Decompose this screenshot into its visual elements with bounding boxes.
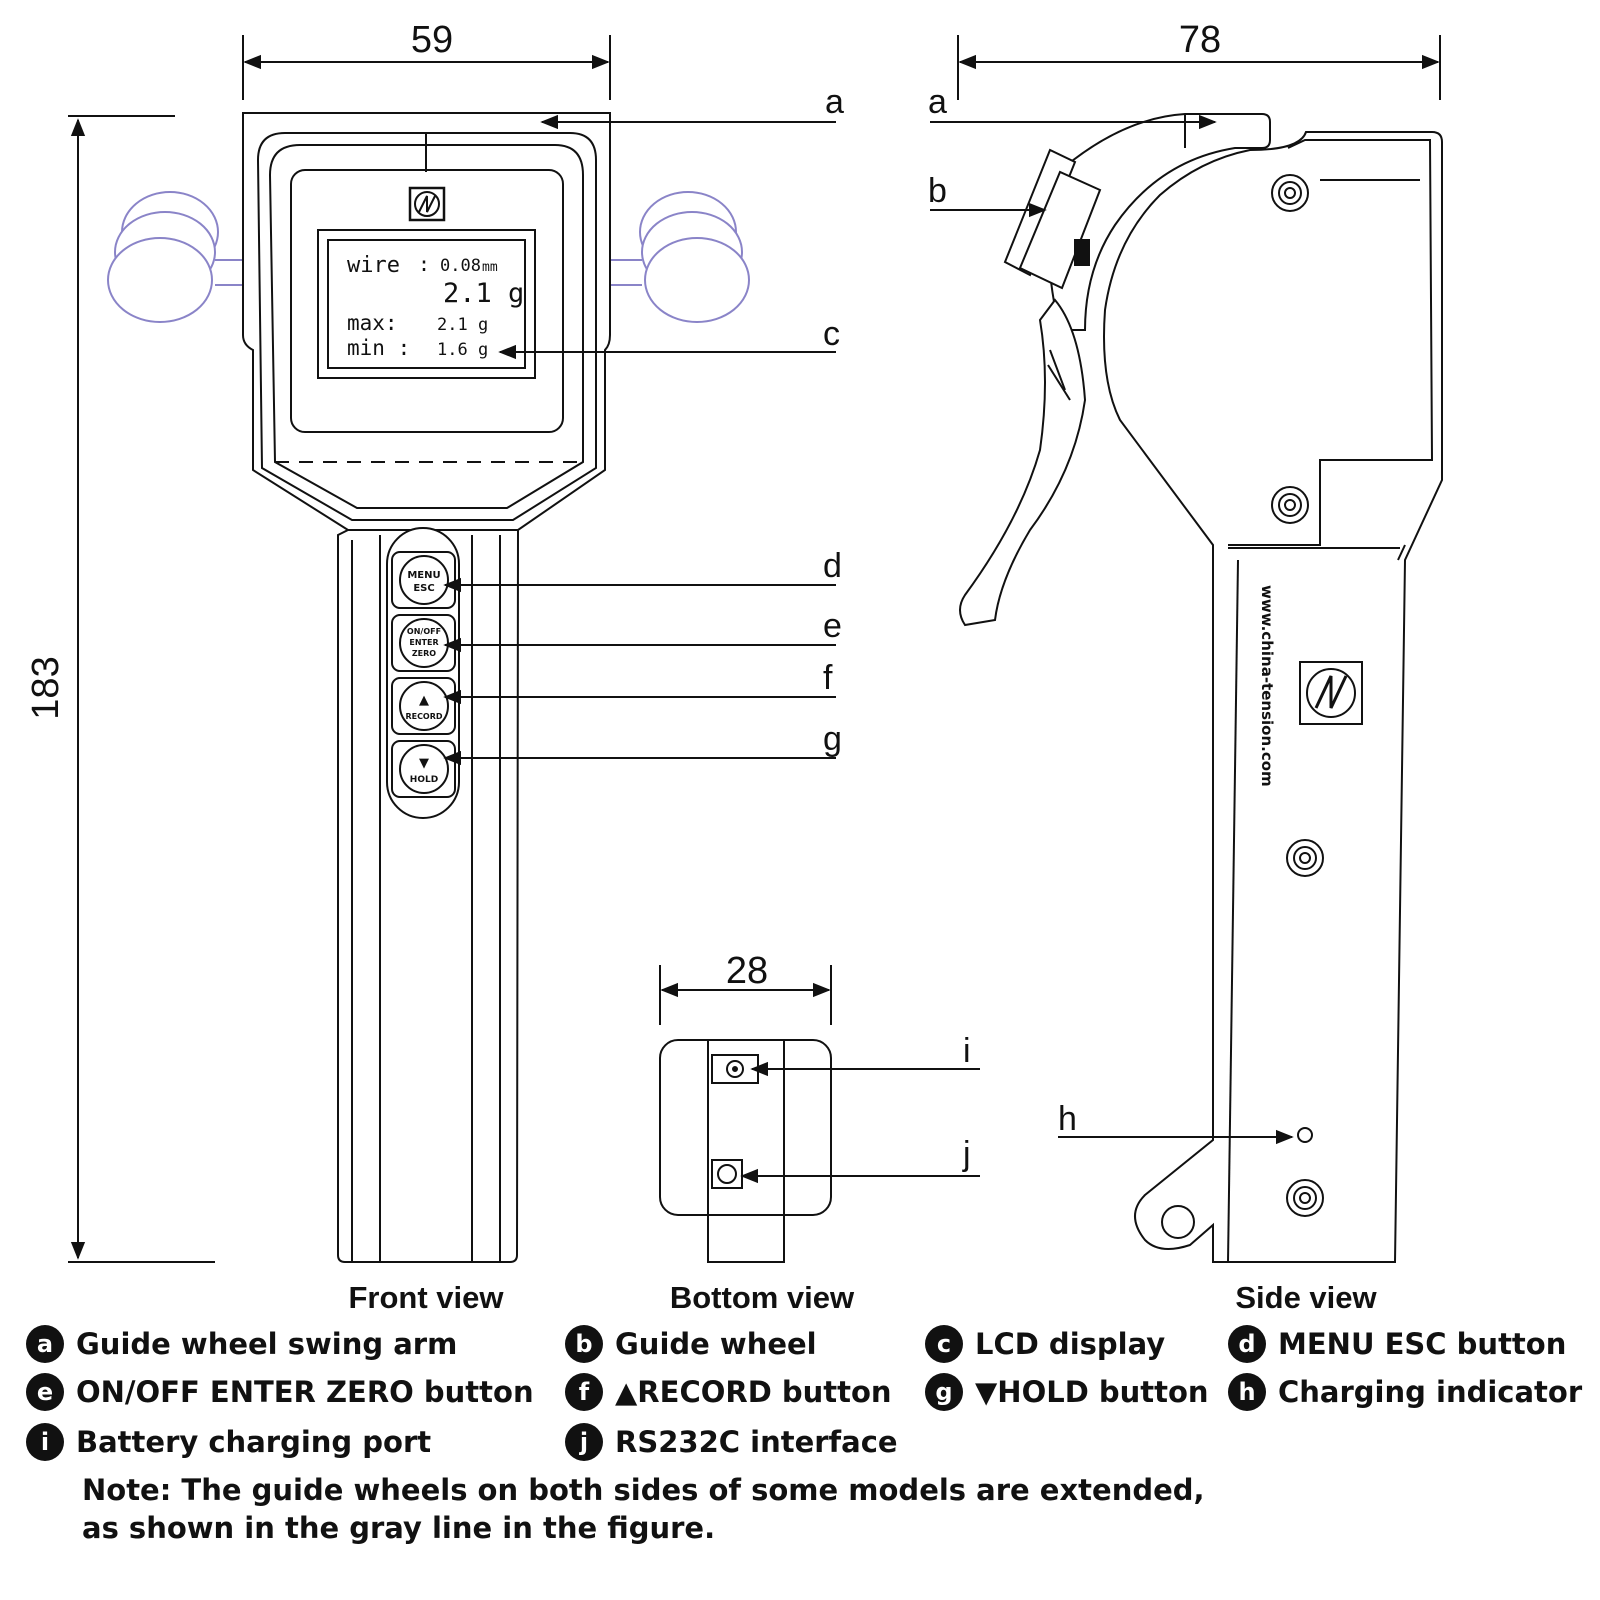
callout-i: i [963,1032,971,1070]
legend-badge-i: i [26,1423,64,1461]
bottom-view-caption: Bottom view [670,1280,855,1315]
front-head-inner [256,132,597,521]
front-callouts: a c d e f g [443,83,844,766]
lcd-wire-label: wire [347,253,400,278]
legend-badge-e: e [26,1373,64,1411]
lcd-max-value: 2.1 g [437,315,488,335]
height-dimension: 183 [25,115,215,1263]
legend-item-c: c LCD display [925,1325,1165,1363]
legend-text-j: RS232C interface [615,1425,898,1459]
legend-item-b: b Guide wheel [565,1325,817,1363]
lcd-max-label: max: [347,311,398,335]
callout-a-front: a [825,83,844,121]
screw-icon [1271,486,1309,524]
legend-badge-g: g [925,1373,963,1411]
callout-g: g [823,720,842,758]
callout-f: f [823,659,833,697]
legend-item-g: g ▼HOLD button [925,1373,1209,1411]
note-line-1: Note: The guide wheels on both sides of … [82,1473,1205,1507]
lcd-wire-value: 0.08 [440,256,481,276]
note-line-2: as shown in the gray line in the figure. [82,1511,716,1545]
front-view-caption: Front view [348,1280,504,1315]
side-view: 78 www.china-tension.com [928,19,1443,1263]
side-logo-icon [1299,661,1363,725]
screw-icon [1271,174,1309,212]
bottom-view: 28 i j [659,950,980,1263]
legend-badge-f: f [565,1373,603,1411]
record-button[interactable]: ▲ RECORD [391,677,456,735]
button-panel [386,527,460,819]
legend-item-e: e ON/OFF ENTER ZERO button [26,1373,534,1411]
lcd-min-value: 1.6 g [437,340,488,360]
screw-icon [1286,839,1324,877]
guide-wheel-right [610,191,750,323]
legend-item-a: a Guide wheel swing arm [26,1325,457,1363]
onoff-line2: ENTER [409,638,438,647]
callout-j: j [962,1135,971,1173]
legend-item-h: h Charging indicator [1228,1373,1582,1411]
hold-button[interactable]: ▼ HOLD [391,740,456,798]
legend-text-f: ▲RECORD button [615,1375,892,1409]
lcd-display: wire : 0.08 mm 2.1 g max: 2.1 g min : 1.… [317,229,536,379]
bottom-width-label: 28 [726,950,768,992]
legend-text-c: LCD display [975,1327,1166,1361]
legend-item-d: d MENU ESC button [1228,1325,1566,1363]
bottom-body [659,1039,832,1216]
legend-badge-b: b [565,1325,603,1363]
legend: a Guide wheel swing arm b Guide wheel c … [0,1325,1600,1600]
legend-badge-a: a [26,1325,64,1363]
legend-text-d: MENU ESC button [1278,1327,1567,1361]
guide-wheel-left [107,191,243,323]
lcd-main-value: 2.1 g [443,278,524,309]
legend-text-g: ▼HOLD button [975,1375,1209,1409]
side-view-caption: Side view [1235,1280,1377,1315]
lcd-wire-unit: mm [482,260,498,275]
legend-text-b: Guide wheel [615,1327,817,1361]
callout-e: e [823,607,842,645]
callout-b: b [928,172,947,210]
side-body-outline [1103,131,1443,1263]
legend-text-h: Charging indicator [1278,1375,1583,1409]
legend-text-a: Guide wheel swing arm [76,1327,458,1361]
record-label: RECORD [405,712,442,721]
legend-badge-d: d [1228,1325,1266,1363]
hold-label: HOLD [410,775,438,785]
onoff-line3: ZERO [412,649,436,658]
legend-item-i: i Battery charging port [26,1423,431,1461]
legend-text-e: ON/OFF ENTER ZERO button [76,1375,534,1409]
rs232c-port-icon [711,1159,743,1189]
legend-badge-c: c [925,1325,963,1363]
front-width-label: 59 [411,19,453,61]
website-text: www.china-tension.com [1258,585,1276,787]
side-width-label: 78 [1179,19,1221,61]
callout-c: c [823,315,840,353]
charging-indicator-icon [1297,1127,1313,1143]
lcd-min-label: min : [347,336,410,360]
callout-h: h [1058,1100,1077,1138]
screw-icon [1286,1179,1324,1217]
legend-badge-j: j [565,1423,603,1461]
legend-item-j: j RS232C interface [565,1423,898,1461]
screen-window [290,169,564,433]
legend-badge-h: h [1228,1373,1266,1411]
callout-a-side: a [928,83,947,121]
battery-charging-port-icon [711,1054,759,1084]
side-trigger [959,298,1087,627]
legend-text-i: Battery charging port [76,1425,432,1459]
menu-line1: MENU [407,570,440,581]
legend-item-f: f ▲RECORD button [565,1373,892,1411]
brand-logo-icon [408,186,446,222]
callout-d: d [823,547,842,585]
front-width-dimension: 59 [242,19,611,100]
menu-line2: ESC [413,583,434,594]
down-arrow-icon: ▼ [419,756,429,771]
front-view: 59 183 [25,19,844,1263]
lcd-colon: : [418,252,430,276]
height-label: 183 [25,656,67,719]
onoff-line1: ON/OFF [407,627,441,636]
up-arrow-icon: ▲ [419,693,429,708]
